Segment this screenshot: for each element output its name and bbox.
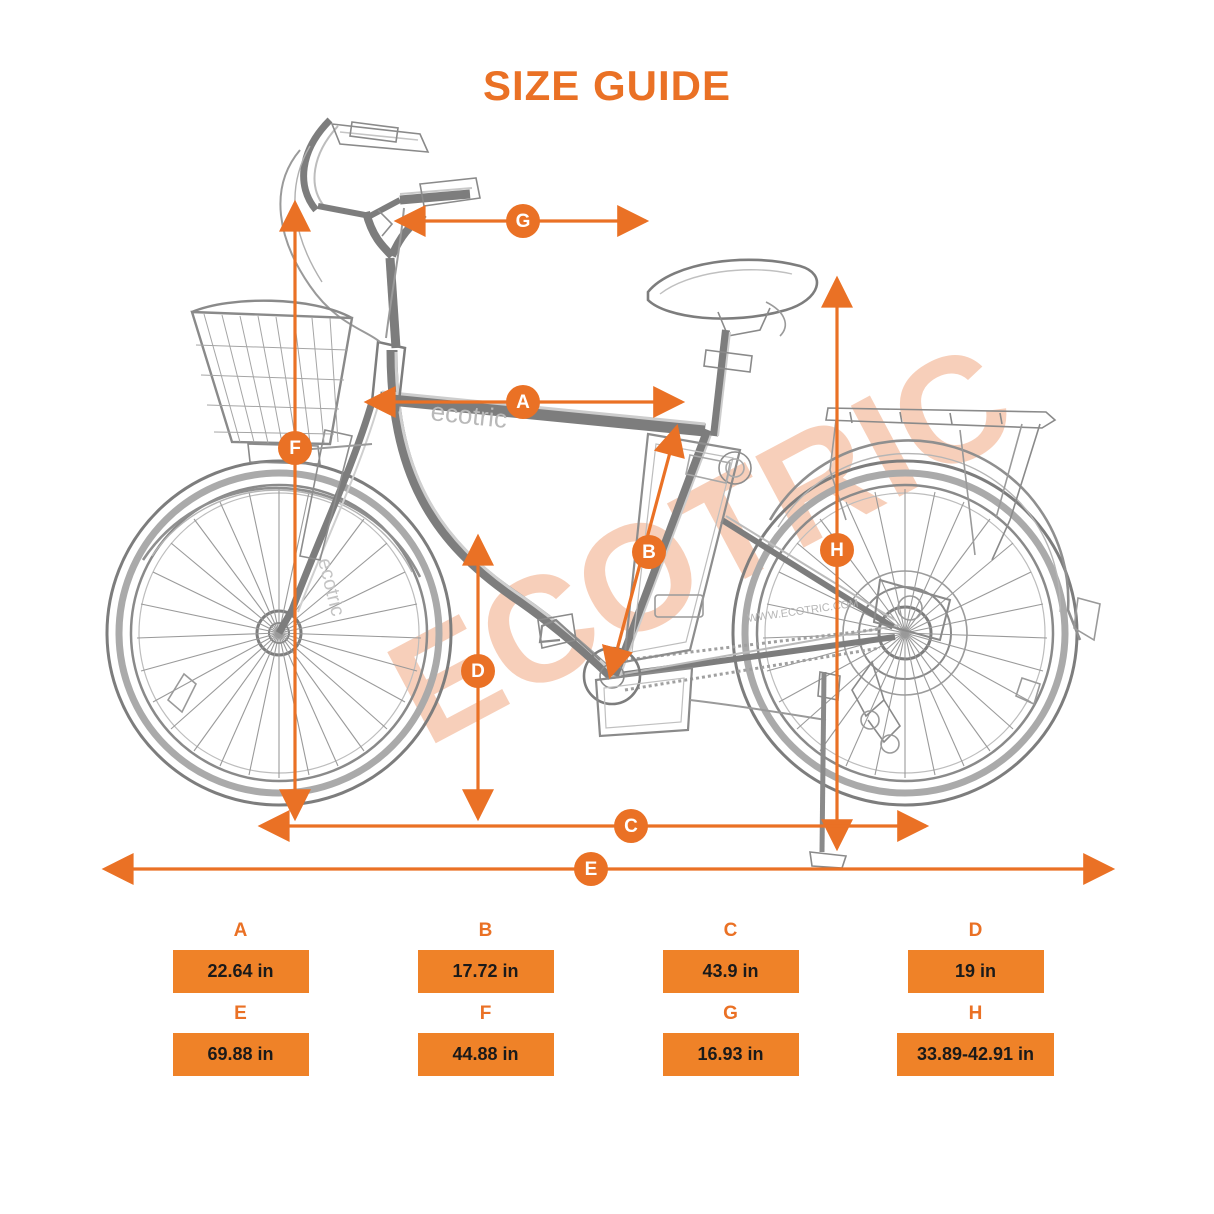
dimension-bubble-A: A bbox=[506, 385, 540, 419]
svg-text:ECOTRIC: ECOTRIC bbox=[363, 311, 1038, 776]
page-title: SIZE GUIDE bbox=[482, 62, 732, 109]
bicycle-size-diagram: ECOTRIC bbox=[101, 117, 1116, 886]
measurement-value-G: 16.93 in bbox=[662, 1033, 799, 1076]
measurement-value-B: 17.72 in bbox=[417, 950, 554, 993]
measurement-value-C: 43.9 in bbox=[662, 950, 799, 993]
measurement-value-D: 19 in bbox=[907, 950, 1044, 993]
measurement-letter-E: E bbox=[234, 1003, 247, 1024]
measurement-cell-F: F 44.88 in bbox=[363, 1003, 608, 1076]
dimension-bubble-D: D bbox=[461, 654, 495, 688]
measurement-letter-D: D bbox=[968, 920, 983, 941]
measurements-row-2: E 69.88 in F 44.88 in G 16.93 in H 33.89… bbox=[118, 1003, 1098, 1076]
measurement-cell-A: A 22.64 in bbox=[118, 920, 363, 993]
measurement-letter-H: H bbox=[968, 1003, 983, 1024]
dimension-bubble-H: H bbox=[820, 533, 854, 567]
measurement-cell-B: B 17.72 in bbox=[363, 920, 608, 993]
measurement-value-H: 33.89-42.91 in bbox=[896, 1033, 1055, 1076]
measurement-letter-C: C bbox=[723, 920, 738, 941]
measurement-cell-H: H 33.89-42.91 in bbox=[853, 1003, 1098, 1076]
measurement-letter-A: A bbox=[233, 920, 248, 941]
dimension-bubble-B: B bbox=[632, 535, 666, 569]
measurement-letter-B: B bbox=[478, 920, 493, 941]
dimension-bubble-E: E bbox=[574, 852, 608, 886]
measurement-value-F: 44.88 in bbox=[417, 1033, 554, 1076]
dimension-bubble-F: F bbox=[278, 431, 312, 465]
measurement-letter-G: G bbox=[723, 1003, 738, 1024]
measurement-cell-D: D 19 in bbox=[853, 920, 1098, 993]
measurement-value-A: 22.64 in bbox=[172, 950, 309, 993]
measurement-cell-G: G 16.93 in bbox=[608, 1003, 853, 1076]
dimension-bubble-G: G bbox=[506, 204, 540, 238]
measurement-cell-E: E 69.88 in bbox=[118, 1003, 363, 1076]
measurements-row-1: A 22.64 in B 17.72 in C 43.9 in D 19 in bbox=[118, 920, 1098, 993]
measurement-letter-F: F bbox=[479, 1003, 492, 1024]
dimension-bubble-C: C bbox=[614, 809, 648, 843]
fork-brand-text: ecotric bbox=[313, 556, 349, 618]
measurements-table: A 22.64 in B 17.72 in C 43.9 in D 19 in … bbox=[118, 920, 1098, 1086]
measurement-cell-C: C 43.9 in bbox=[608, 920, 853, 993]
measurement-value-E: 69.88 in bbox=[172, 1033, 309, 1076]
watermark-text: ECOTRIC bbox=[363, 311, 1038, 776]
